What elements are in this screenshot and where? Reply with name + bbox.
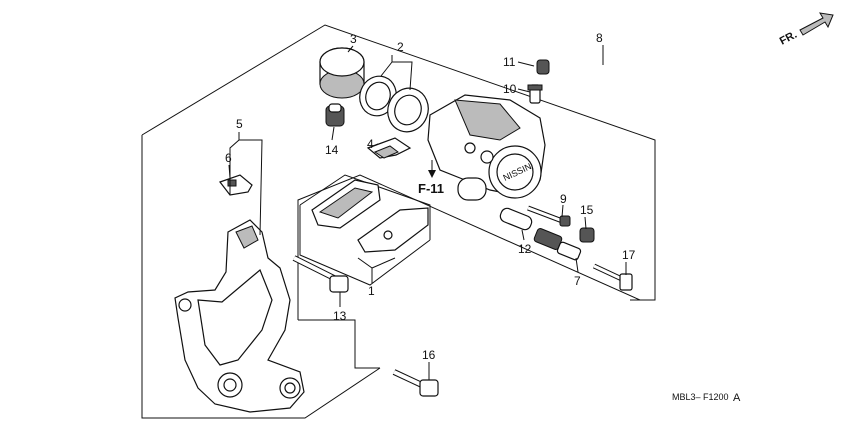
label-part-5: 5	[236, 117, 243, 131]
label-part-10: 10	[503, 82, 517, 96]
dust-seal-part	[387, 87, 429, 133]
label-part-11: 11	[503, 55, 516, 69]
pin-bolt-13-part	[292, 255, 349, 293]
brake-pad-inner-part	[357, 207, 429, 253]
front-marker-label: FR.	[778, 29, 799, 48]
caliper-bolt-part	[533, 228, 582, 261]
pin-boot-part	[579, 227, 595, 243]
caliper-bracket-part	[174, 219, 305, 413]
sleeve-part	[499, 207, 533, 231]
bleeder-cap-part	[536, 59, 550, 75]
retainer-clip-part	[219, 174, 253, 196]
figure-ref-arrow-icon	[428, 160, 436, 178]
label-part-3: 3	[350, 32, 357, 46]
label-part-7: 7	[574, 274, 581, 288]
leader-lines	[228, 45, 627, 380]
label-part-1: 1	[368, 284, 375, 298]
label-part-15: 15	[580, 203, 594, 217]
front-arrow-icon: FR.	[778, 12, 834, 48]
boot-part	[325, 103, 345, 127]
diagram-suffix: A	[733, 392, 741, 404]
figure-ref-label: F-11	[418, 181, 444, 196]
label-part-2: 2	[397, 40, 404, 54]
bleeder-valve-part	[527, 84, 543, 104]
diagram-code: MBL3– F1200	[672, 392, 729, 402]
bolt-16-part	[392, 369, 439, 397]
assembly-outline-5	[141, 24, 656, 419]
label-part-12: 12	[518, 242, 532, 256]
label-part-6: 6	[225, 151, 232, 165]
label-part-9: 9	[560, 192, 567, 206]
label-part-14: 14	[325, 143, 339, 157]
pad-set-outline	[299, 174, 431, 286]
label-part-8: 8	[596, 31, 603, 45]
pin-part	[527, 205, 571, 227]
label-part-16: 16	[422, 348, 436, 362]
piston-part	[319, 47, 365, 99]
piston-seal-part	[359, 75, 397, 117]
label-part-17: 17	[622, 248, 636, 262]
label-part-4: 4	[367, 137, 374, 151]
caliper-body-part: NISSIN	[427, 94, 546, 201]
label-part-13: 13	[333, 309, 347, 323]
pad-spring-part	[366, 137, 412, 159]
brake-pad-outer-part	[311, 179, 381, 229]
